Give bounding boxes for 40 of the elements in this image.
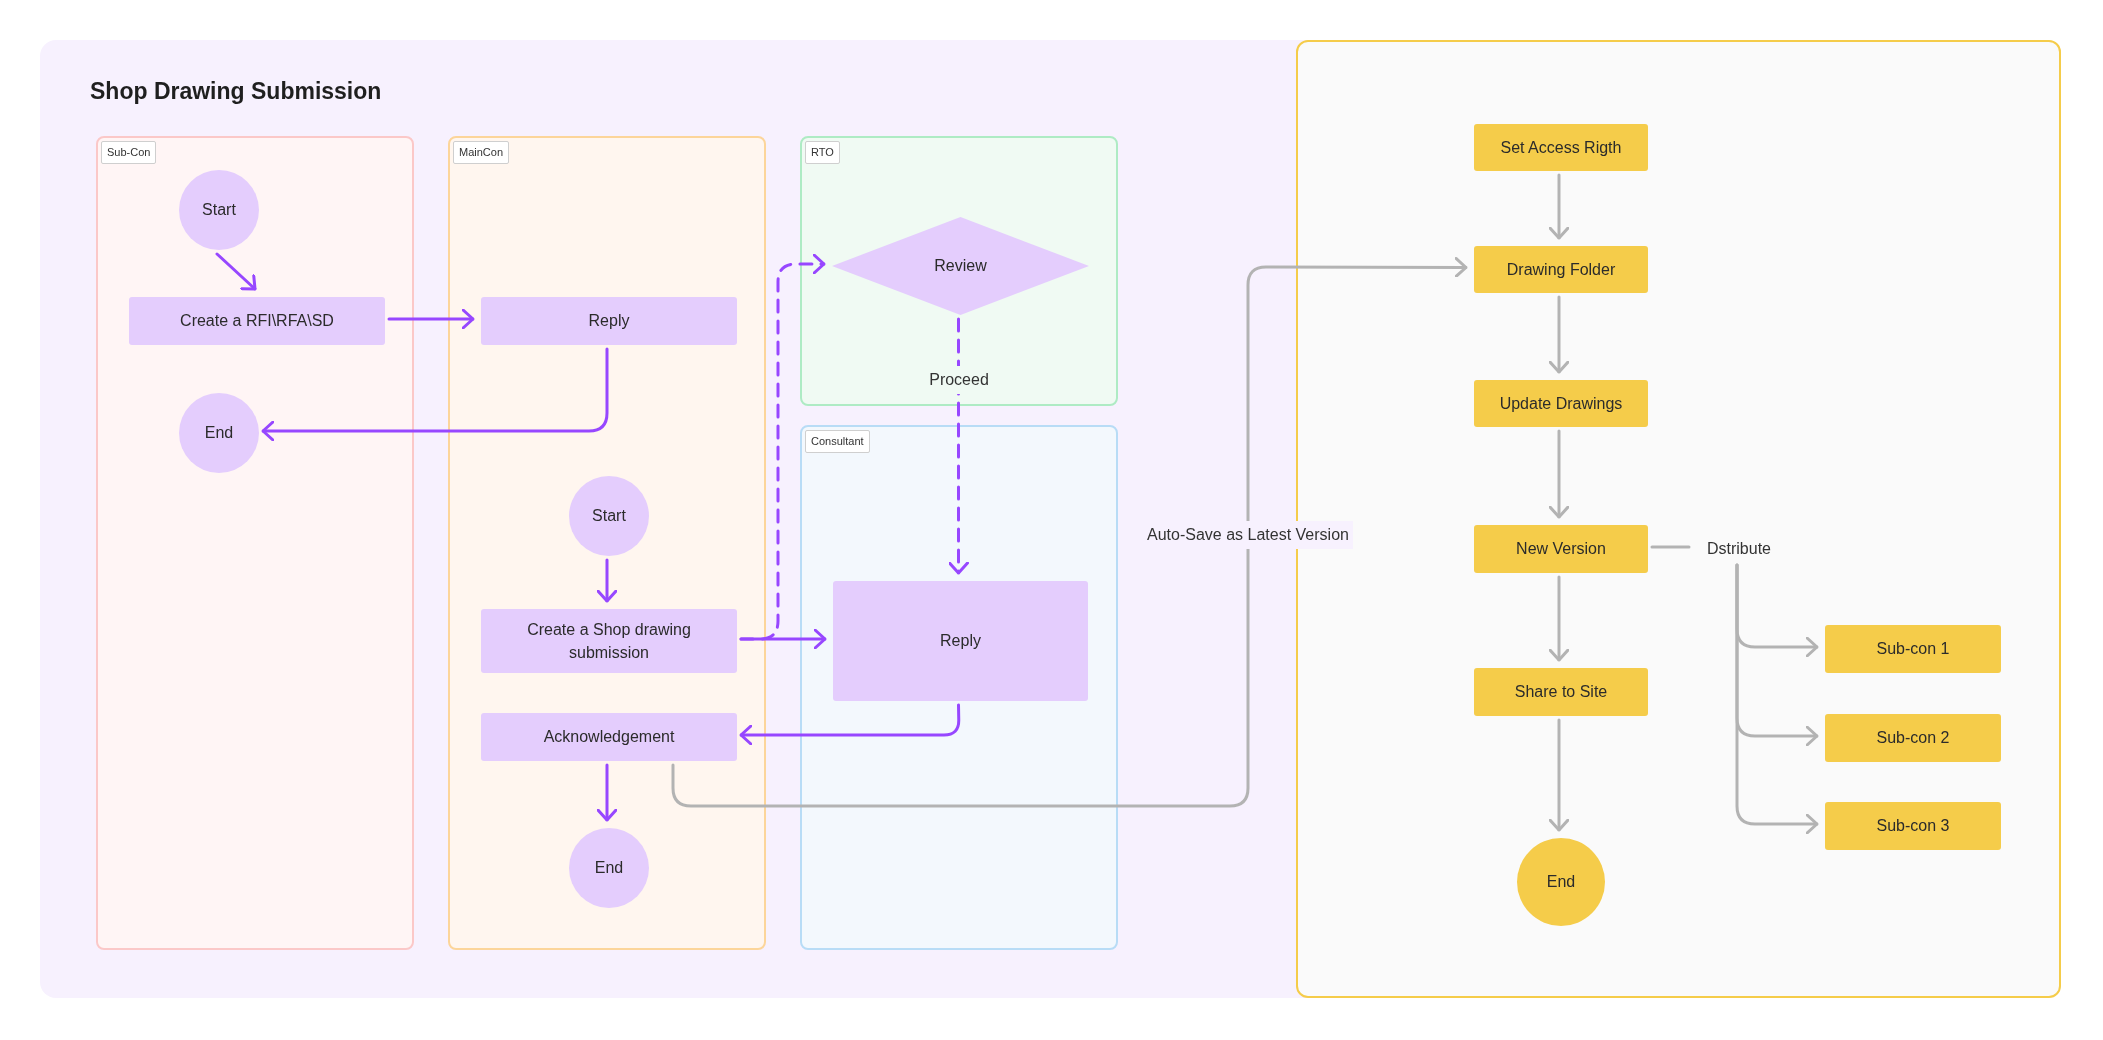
- arrow: [1548, 429, 1570, 519]
- process-box: Create a RFI\RFA\SD: [129, 297, 385, 345]
- arrow: [739, 703, 961, 746]
- swimlane: [448, 136, 766, 950]
- arrow: [1548, 173, 1570, 240]
- process-box: Reply: [833, 581, 1088, 701]
- process-box: Reply: [481, 297, 737, 345]
- panel-title: Shop Drawing Submission: [90, 77, 382, 106]
- process-box: Acknowledgement: [481, 713, 737, 761]
- arrow: [1548, 575, 1570, 662]
- process-box: New Version: [1474, 525, 1648, 573]
- process-box: Sub-con 1: [1825, 625, 2001, 673]
- process-box: Update Drawings: [1474, 380, 1648, 427]
- lane-label: MainCon: [453, 141, 510, 164]
- swimlane: [800, 136, 1118, 406]
- arrow: [739, 628, 827, 650]
- arrow: [596, 558, 618, 603]
- process-box: Set Access Rigth: [1474, 124, 1648, 171]
- arrow: [1548, 718, 1570, 832]
- decision-diamond: Review: [832, 217, 1089, 315]
- arrow: [215, 252, 257, 291]
- arrow: [948, 317, 969, 575]
- branch-label: Dstribute: [1697, 537, 1781, 561]
- panel: [1296, 40, 2061, 998]
- lane-label: RTO: [805, 141, 840, 164]
- process-box: Share to Site: [1474, 668, 1648, 716]
- lane-label: Consultant: [805, 430, 870, 453]
- arrow: [261, 347, 609, 442]
- process-box: Sub-con 3: [1825, 802, 2001, 850]
- process-box: Create a Shop drawing submission: [481, 609, 737, 673]
- arrow: [387, 308, 475, 330]
- arrow: [1735, 563, 1819, 835]
- lane-label: Sub-Con: [101, 141, 157, 164]
- arrow: [1548, 295, 1570, 374]
- swimlane: [96, 136, 414, 950]
- process-box: Sub-con 2: [1825, 714, 2001, 762]
- arrow: [596, 763, 618, 822]
- swimlane: [800, 425, 1118, 950]
- process-box: Drawing Folder: [1474, 246, 1648, 293]
- arrow: [671, 257, 1468, 808]
